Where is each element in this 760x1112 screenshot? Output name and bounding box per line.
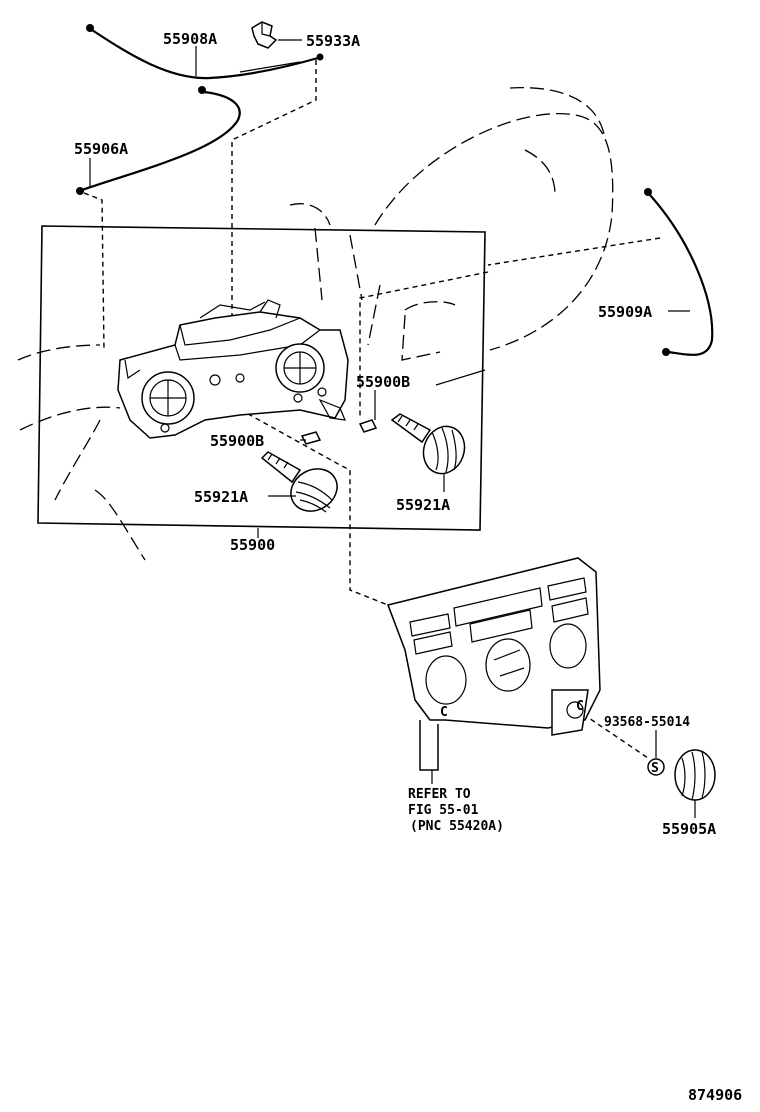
- figure-id: 874906: [688, 1086, 742, 1104]
- label-55906a: 55906A: [74, 140, 128, 158]
- assembly-frame: [37, 225, 486, 531]
- knob-single: [674, 749, 716, 801]
- reference-line-2: FIG 55-01: [408, 803, 479, 818]
- cable-55906a: [76, 86, 241, 195]
- label-55933a: 55933A: [306, 32, 360, 50]
- label-93568-55014: 93568-55014: [604, 715, 690, 730]
- cable-55908a: [86, 24, 324, 80]
- pin-right: [358, 419, 378, 433]
- front-panel: C C: [386, 557, 601, 771]
- screw-mark: S: [651, 761, 659, 776]
- pin-left: [300, 431, 322, 445]
- panel-mark-right: C: [576, 699, 584, 714]
- reference-line-3: (PNC 55420A): [410, 819, 504, 834]
- cable-55909a: [644, 188, 714, 356]
- label-55921a-left: 55921A: [194, 488, 248, 506]
- label-55909a: 55909A: [598, 303, 652, 321]
- knob-left: [260, 451, 338, 513]
- label-55908a: 55908A: [163, 30, 217, 48]
- heater-control-unit: [117, 299, 349, 439]
- screw-part: S: [647, 758, 665, 776]
- reference-line-1: REFER TO: [408, 787, 471, 802]
- clip-part: [251, 21, 278, 49]
- label-55905a: 55905A: [662, 820, 716, 838]
- label-55900b-left: 55900B: [210, 432, 264, 450]
- knob-right: [390, 413, 466, 475]
- leader-lines: [89, 39, 696, 818]
- label-55900b-right: 55900B: [356, 373, 410, 391]
- label-55900: 55900: [230, 536, 275, 554]
- label-55921a-right: 55921A: [396, 496, 450, 514]
- panel-mark-left: C: [440, 705, 448, 720]
